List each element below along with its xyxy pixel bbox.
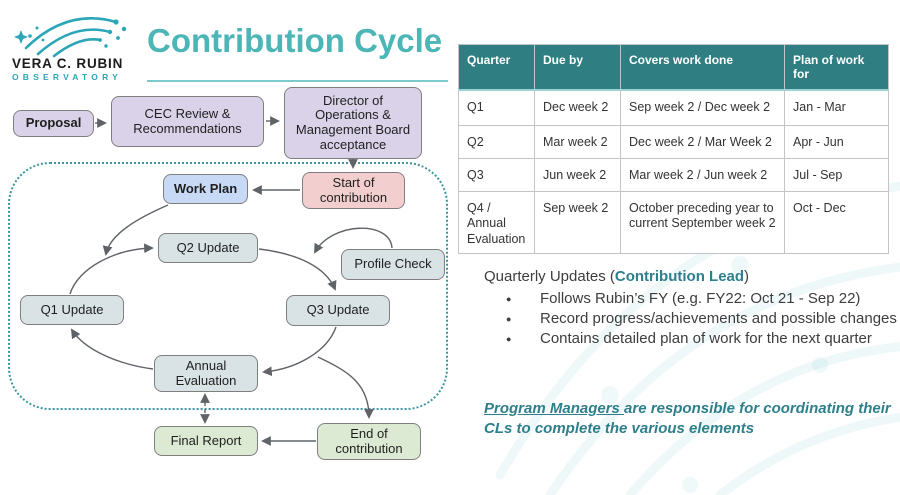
table-cell: Jul - Sep bbox=[784, 157, 889, 192]
quarterly-schedule-table: Quarter Due by Covers work done Plan of … bbox=[458, 44, 889, 254]
table-row: Q1 Dec week 2 Sep week 2 / Dec week 2 Ja… bbox=[458, 89, 889, 126]
bullet-icon: ● bbox=[506, 294, 512, 304]
program-managers-note: Program Managers are responsible for coo… bbox=[484, 399, 896, 440]
heading-suffix: ) bbox=[744, 268, 750, 285]
table-cell: Q2 bbox=[458, 124, 535, 159]
node-cec-review: CEC Review & Recommendations bbox=[111, 96, 264, 147]
bullet-text: Follows Rubin’s FY (e.g. FY22: Oct 21 - … bbox=[540, 290, 861, 307]
title-underline bbox=[147, 80, 448, 82]
table-cell: Jun week 2 bbox=[534, 157, 621, 192]
logo-swoosh-icon bbox=[14, 17, 127, 58]
node-q3-update: Q3 Update bbox=[286, 295, 390, 326]
quarterly-updates-heading: Quarterly Updates (Contribution Lead) bbox=[484, 268, 749, 285]
contribution-cycle-boundary bbox=[8, 162, 448, 410]
node-q1-update: Q1 Update bbox=[20, 295, 124, 325]
col-header-quarter: Quarter bbox=[458, 44, 535, 91]
table-cell: Sep week 2 / Dec week 2 bbox=[620, 89, 785, 126]
table-cell: Dec week 2 bbox=[534, 89, 621, 126]
table-cell: Q4 / Annual Evaluation bbox=[458, 190, 535, 254]
node-profile-check: Profile Check bbox=[341, 249, 445, 280]
table-cell: Mar week 2 / Jun week 2 bbox=[620, 157, 785, 192]
bullet-text: Contains detailed plan of work for the n… bbox=[540, 329, 872, 347]
logo-name: VERA C. RUBIN bbox=[12, 56, 124, 71]
quarterly-updates-bullets: ● Follows Rubin’s FY (e.g. FY22: Oct 21 … bbox=[506, 289, 898, 348]
list-item: ● Record progress/achievements and possi… bbox=[506, 309, 898, 329]
node-q2-update: Q2 Update bbox=[158, 233, 258, 263]
bullet-icon: ● bbox=[506, 313, 512, 324]
node-director-acceptance: Director of Operations & Management Boar… bbox=[284, 87, 422, 159]
node-end-of-contribution: End of contribution bbox=[317, 423, 421, 460]
logo-subname: OBSERVATORY bbox=[12, 72, 122, 82]
col-header-covers: Covers work done bbox=[620, 44, 785, 91]
table-cell: Q1 bbox=[458, 89, 535, 126]
table-row: Q4 / Annual Evaluation Sep week 2 Octobe… bbox=[458, 190, 889, 254]
program-managers-rest: are responsible for coordinating their C… bbox=[484, 400, 891, 438]
table-cell: Oct - Dec bbox=[784, 190, 889, 254]
bullet-text: Record progress/achievements and possibl… bbox=[540, 309, 897, 327]
table-cell: Jan - Mar bbox=[784, 89, 889, 126]
node-annual-evaluation: Annual Evaluation bbox=[154, 355, 258, 392]
table-cell: Apr - Jun bbox=[784, 124, 889, 159]
table-cell: Mar week 2 bbox=[534, 124, 621, 159]
rubin-observatory-logo: VERA C. RUBIN OBSERVATORY bbox=[12, 6, 138, 82]
table-row: Q3 Jun week 2 Mar week 2 / Jun week 2 Ju… bbox=[458, 157, 889, 192]
page-title: Contribution Cycle bbox=[147, 22, 443, 59]
col-header-due-by: Due by bbox=[534, 44, 621, 91]
contribution-lead-highlight: Contribution Lead bbox=[614, 268, 745, 285]
node-proposal: Proposal bbox=[13, 110, 94, 137]
table-header-row: Quarter Due by Covers work done Plan of … bbox=[458, 44, 889, 91]
bullet-icon: ● bbox=[506, 333, 512, 344]
node-start-of-contribution: Start of contribution bbox=[302, 172, 405, 209]
list-item: ● Contains detailed plan of work for the… bbox=[506, 329, 898, 349]
node-work-plan: Work Plan bbox=[163, 174, 248, 204]
program-managers-underlined: Program Managers bbox=[484, 400, 625, 417]
list-item: ● Follows Rubin’s FY (e.g. FY22: Oct 21 … bbox=[506, 289, 898, 309]
col-header-plan: Plan of work for bbox=[784, 44, 889, 91]
node-final-report: Final Report bbox=[154, 426, 258, 456]
table-cell: October preceding year to current Septem… bbox=[620, 190, 785, 254]
heading-prefix: Quarterly Updates ( bbox=[484, 268, 615, 285]
table-cell: Q3 bbox=[458, 157, 535, 192]
table-row: Q2 Mar week 2 Dec week 2 / Mar Week 2 Ap… bbox=[458, 124, 889, 159]
table-cell: Sep week 2 bbox=[534, 190, 621, 254]
table-cell: Dec week 2 / Mar Week 2 bbox=[620, 124, 785, 159]
